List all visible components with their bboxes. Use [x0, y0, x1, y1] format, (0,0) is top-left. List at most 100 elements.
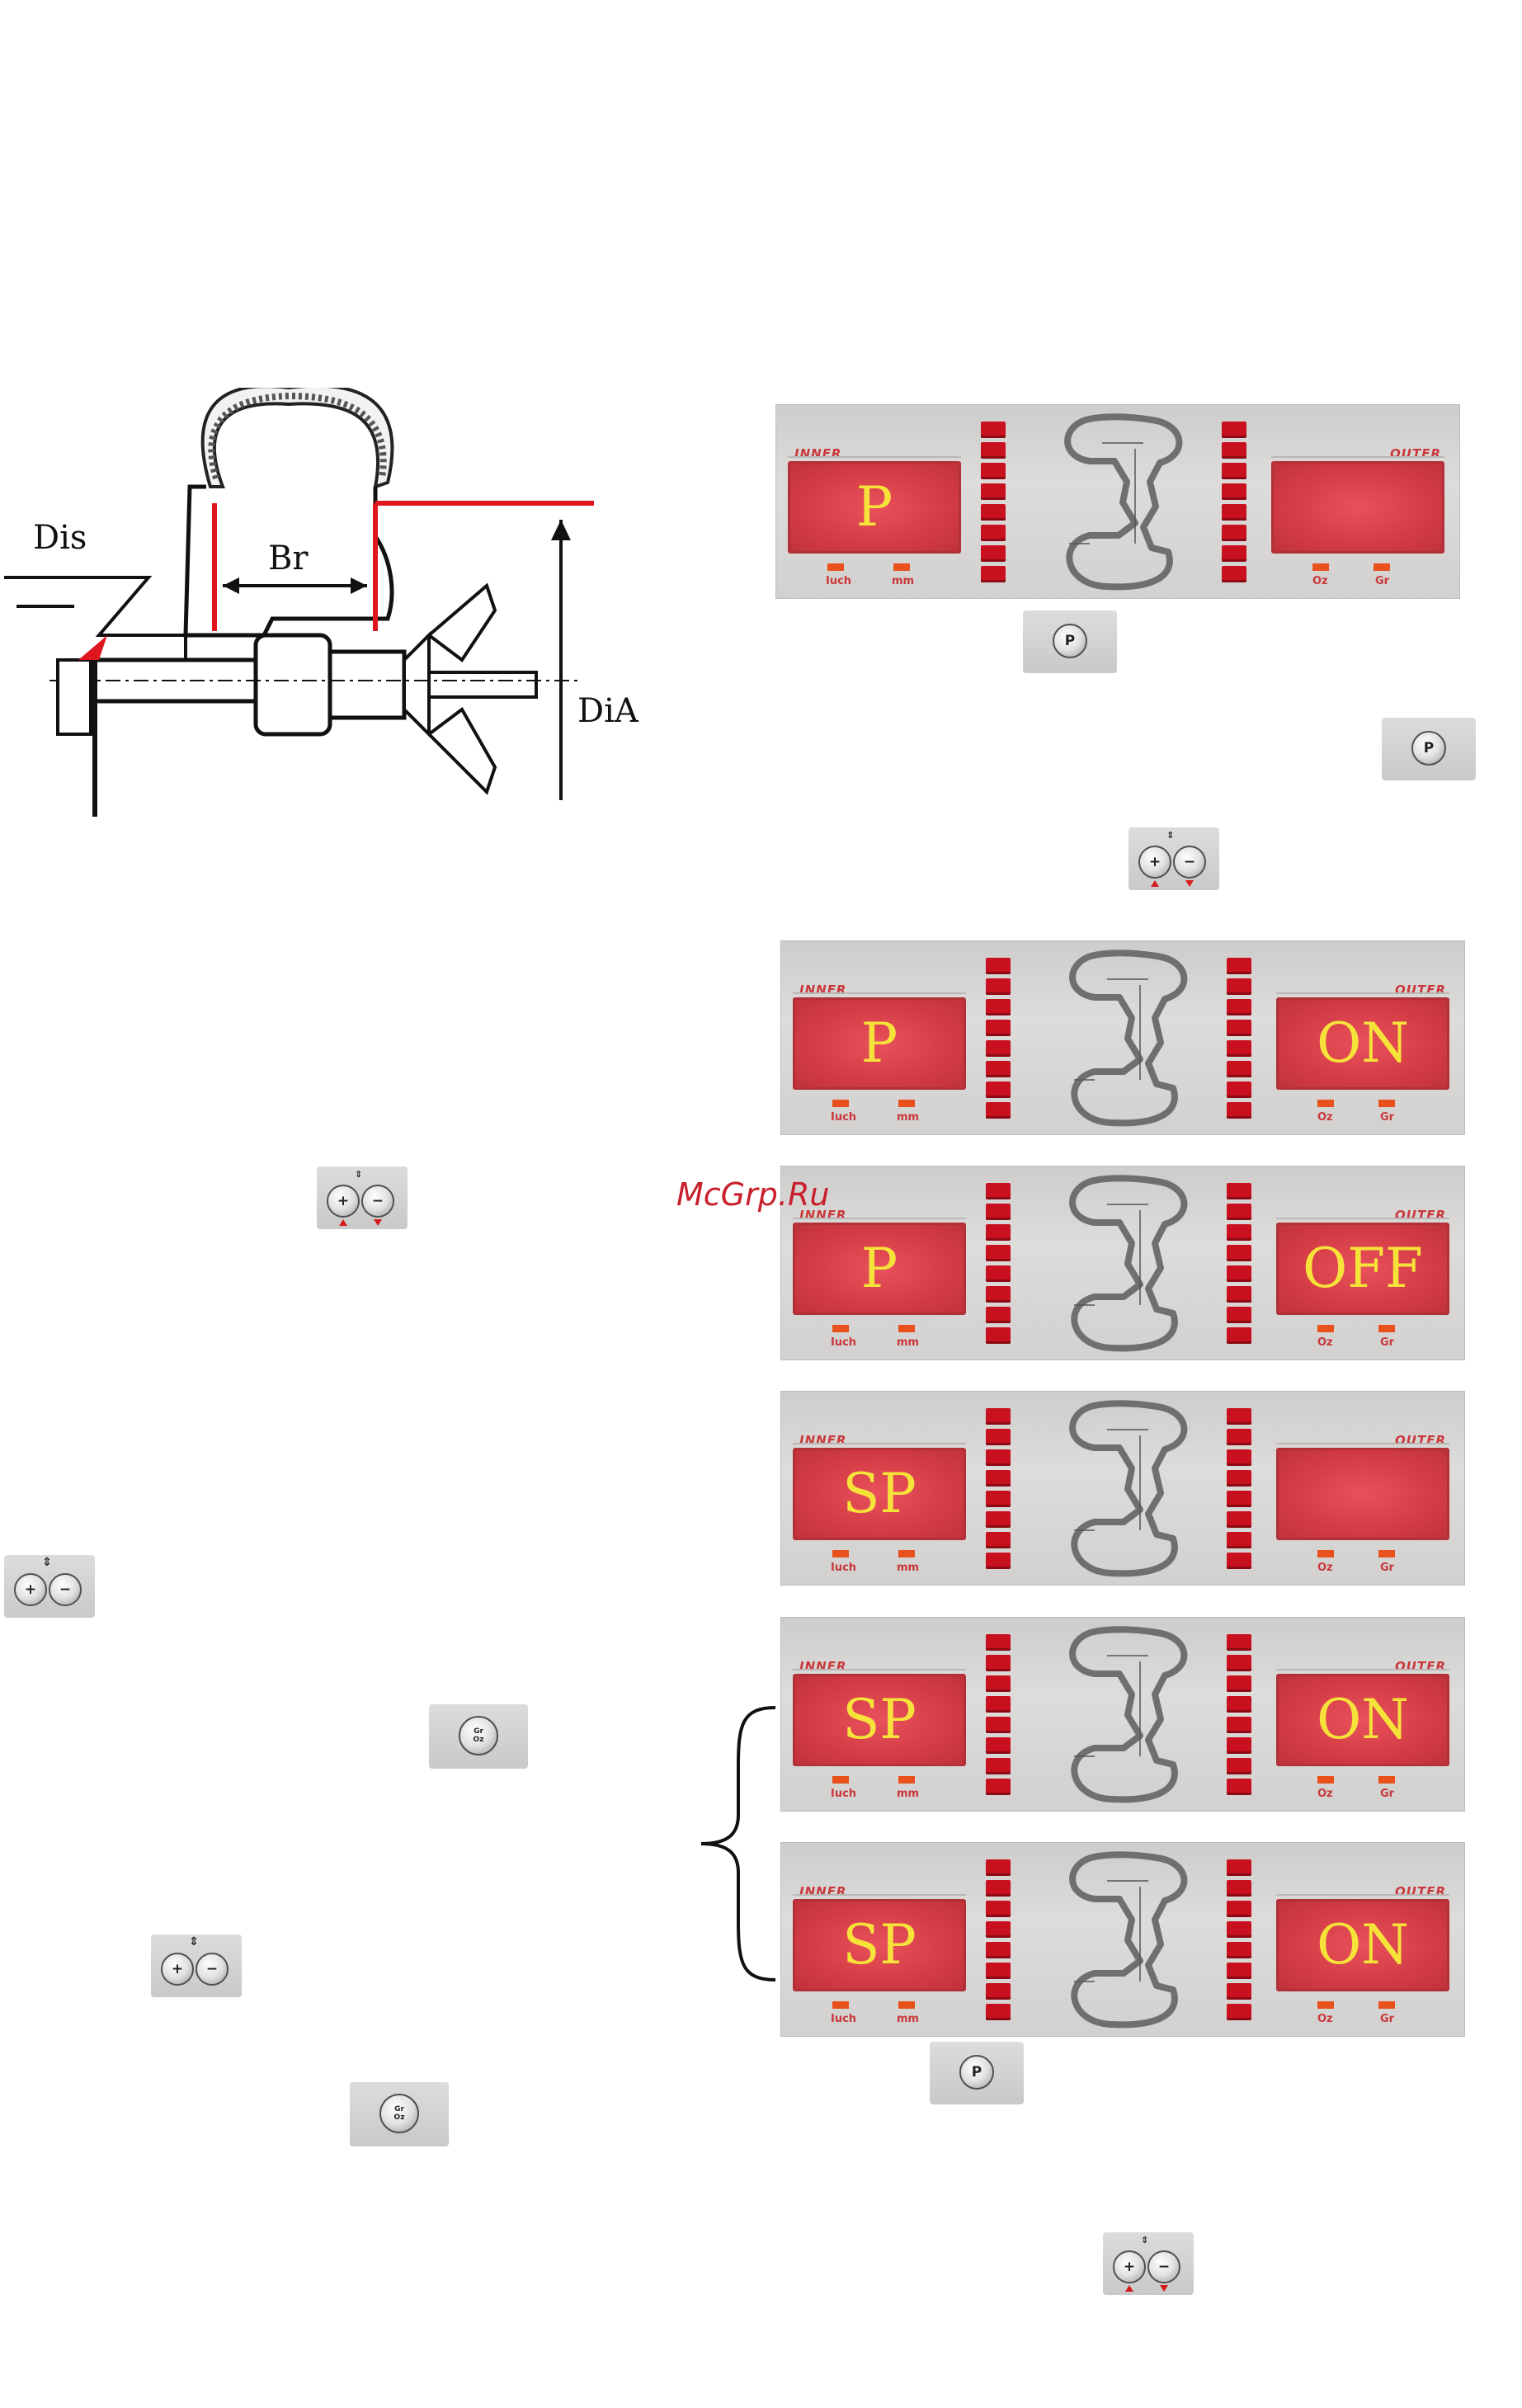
level-bar-segment	[1227, 1696, 1251, 1713]
dimension-icon: ⇕	[189, 1936, 199, 1948]
rim-profile-icon	[1058, 1398, 1198, 1580]
plus-knob: +	[1113, 2250, 1146, 2283]
minus-knob: −	[196, 1953, 229, 1986]
inch-led	[832, 1100, 849, 1107]
gr-led	[1374, 563, 1390, 571]
plus-minus-key[interactable]: ⇕ + −	[4, 1555, 95, 1618]
level-bar-segment	[986, 978, 1011, 995]
mm-label: mm	[897, 1562, 919, 1574]
level-bar-segment	[1227, 1265, 1251, 1282]
level-bar-segment	[1227, 958, 1251, 974]
rim-profile-icon	[1058, 1850, 1198, 2031]
level-bar-segment	[986, 1470, 1011, 1487]
level-bar-segment	[1227, 1449, 1251, 1466]
p-key[interactable]: P	[1382, 718, 1476, 780]
dimension-icon: ⇕	[355, 1170, 362, 1179]
level-bar-segment	[1227, 1675, 1251, 1692]
down-arrow-icon	[374, 1219, 382, 1226]
level-bar-segment	[1227, 1183, 1251, 1199]
outer-display-text: OFF	[1303, 1242, 1423, 1296]
outer-display	[1271, 461, 1444, 554]
level-bar-segment	[1227, 1327, 1251, 1344]
inner-level-bar	[981, 422, 1007, 587]
mm-led	[893, 563, 910, 571]
plus-knob: +	[327, 1185, 360, 1218]
p-key-label: P	[1065, 633, 1075, 649]
level-bar-segment	[986, 1983, 1011, 2000]
oz-label: Oz	[1317, 1111, 1333, 1124]
outer-level-bar	[1227, 1408, 1253, 1573]
level-bar-segment	[986, 999, 1011, 1016]
outer-tag: OUTER	[1395, 1884, 1446, 1899]
level-bar-segment	[1222, 525, 1246, 541]
level-bar-segment	[986, 1655, 1011, 1671]
display-panel: INNER OUTER P Iuch mm Oz Gr	[775, 404, 1460, 599]
inner-level-bar	[986, 958, 1012, 1123]
tab-line	[1276, 1443, 1449, 1444]
inner-display: P	[793, 997, 966, 1090]
level-bar-segment	[1227, 1880, 1251, 1897]
display-panel: INNER OUTER P OFF Iuch mm Oz Gr	[780, 1166, 1465, 1360]
mm-label: mm	[897, 1788, 919, 1800]
plus-label: +	[172, 1961, 183, 1977]
level-bar-segment	[1227, 1081, 1251, 1098]
minus-knob: −	[1147, 2250, 1180, 2283]
level-bar-segment	[981, 504, 1006, 521]
plus-label: +	[25, 1581, 36, 1598]
dia-label: DiA	[577, 692, 639, 730]
level-bar-segment	[1227, 1408, 1251, 1425]
mm-led	[898, 1325, 915, 1332]
level-bar-segment	[1222, 422, 1246, 438]
outer-display-text: ON	[1317, 1693, 1409, 1747]
plus-minus-key[interactable]: ⇕ + −	[1129, 827, 1219, 890]
inner-tag: INNER	[799, 1884, 847, 1899]
level-bar-segment	[1227, 1040, 1251, 1057]
minus-label: −	[1184, 854, 1195, 870]
plus-minus-key[interactable]: ⇕ + −	[317, 1166, 408, 1229]
tab-line	[1276, 1894, 1449, 1896]
level-bar-segment	[986, 1265, 1011, 1282]
inch-led	[832, 1776, 849, 1784]
outer-display-text: ON	[1317, 1016, 1409, 1071]
level-bar-segment	[986, 1040, 1011, 1057]
level-bar-segment	[1222, 483, 1246, 500]
oz-label: Oz	[1317, 2013, 1333, 2025]
inner-display-text: SP	[842, 1918, 916, 1972]
level-bar-segment	[1227, 1655, 1251, 1671]
level-bar-segment	[986, 1449, 1011, 1466]
tab-line	[793, 1894, 966, 1896]
gr-led	[1378, 1550, 1395, 1557]
level-bar-segment	[1227, 1942, 1251, 1958]
inner-level-bar	[986, 1408, 1012, 1573]
level-bar-segment	[1222, 545, 1246, 562]
minus-knob: −	[361, 1185, 394, 1218]
level-bar-segment	[1227, 1779, 1251, 1795]
minus-label: −	[59, 1581, 71, 1598]
level-bar-segment	[1227, 999, 1251, 1016]
gr-led	[1378, 1100, 1395, 1107]
inner-display: P	[788, 461, 961, 554]
plus-knob: +	[161, 1953, 194, 1986]
gr-oz-key[interactable]: Gr Oz	[350, 2082, 449, 2146]
level-bar-segment	[986, 1061, 1011, 1077]
gr-oz-key[interactable]: Gr Oz	[429, 1704, 528, 1769]
p-key[interactable]: P	[930, 2042, 1024, 2104]
inner-tag: INNER	[799, 1659, 847, 1674]
tab-line	[793, 1218, 966, 1219]
oz-led	[1312, 563, 1329, 571]
level-bar-segment	[1222, 504, 1246, 521]
level-bar-segment	[986, 1102, 1011, 1119]
outer-display: OFF	[1276, 1223, 1449, 1315]
oz-led	[1317, 2001, 1334, 2009]
plus-minus-key[interactable]: ⇕ + −	[151, 1934, 242, 1997]
inch-led	[832, 1550, 849, 1557]
plus-minus-key[interactable]: ⇕ + −	[1103, 2232, 1194, 2295]
oz-led	[1317, 1550, 1334, 1557]
level-bar-segment	[986, 1327, 1011, 1344]
level-bar-segment	[986, 1942, 1011, 1958]
p-key[interactable]: P	[1023, 610, 1117, 673]
level-bar-segment	[986, 1491, 1011, 1507]
gr-label: Gr	[1380, 1336, 1394, 1349]
dimension-icon: ⇕	[1141, 2236, 1148, 2245]
inch-led	[832, 1325, 849, 1332]
